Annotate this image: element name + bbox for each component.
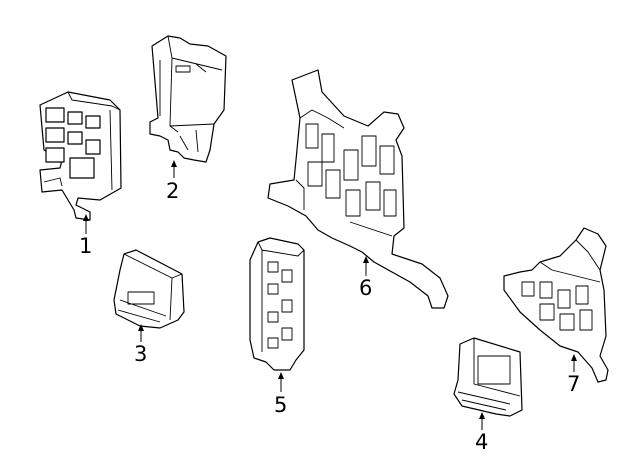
small-module-icon	[113, 249, 185, 329]
leader-5	[278, 372, 284, 392]
callout-2: 2	[166, 179, 180, 203]
leader-4	[479, 412, 485, 430]
fuse-block-icon	[39, 91, 122, 221]
callout-3: 3	[134, 342, 148, 366]
leader-6	[363, 256, 369, 276]
callout-6: 6	[359, 276, 373, 300]
leader-3	[138, 324, 144, 342]
leader-2	[171, 160, 177, 178]
callout-5: 5	[274, 393, 288, 417]
control-module-icon	[149, 35, 227, 163]
callout-1: 1	[79, 234, 93, 258]
module-icon	[453, 337, 523, 417]
leader-1	[83, 214, 89, 234]
callout-7: 7	[567, 372, 581, 396]
bracket-icon	[503, 227, 609, 383]
callout-4: 4	[475, 430, 489, 454]
relay-block-icon	[249, 237, 305, 371]
leader-7	[571, 354, 577, 372]
mounting-bracket-icon	[267, 69, 449, 309]
